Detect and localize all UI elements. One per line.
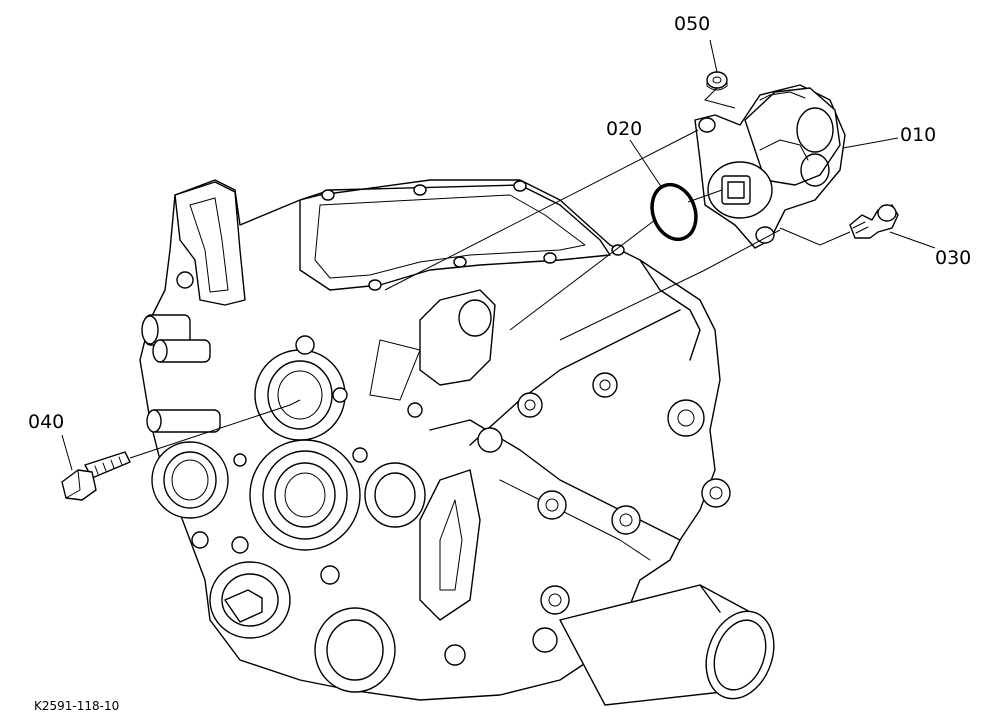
- callout-020: 020: [606, 118, 642, 140]
- document-id: K2591-118-10: [34, 699, 119, 713]
- callout-050: 050: [674, 13, 710, 35]
- elbow-fitting-030: [849, 204, 899, 239]
- callout-030: 030: [935, 247, 971, 269]
- nut-050: [706, 71, 728, 91]
- leader-lines: [61, 39, 936, 471]
- o-ring-020: [650, 182, 698, 242]
- callout-040: 040: [28, 411, 64, 433]
- transmission-housing: [139, 179, 775, 706]
- callout-010: 010: [900, 124, 936, 146]
- bolt-040: [61, 451, 131, 501]
- hydraulic-pump-assembly: [694, 84, 846, 249]
